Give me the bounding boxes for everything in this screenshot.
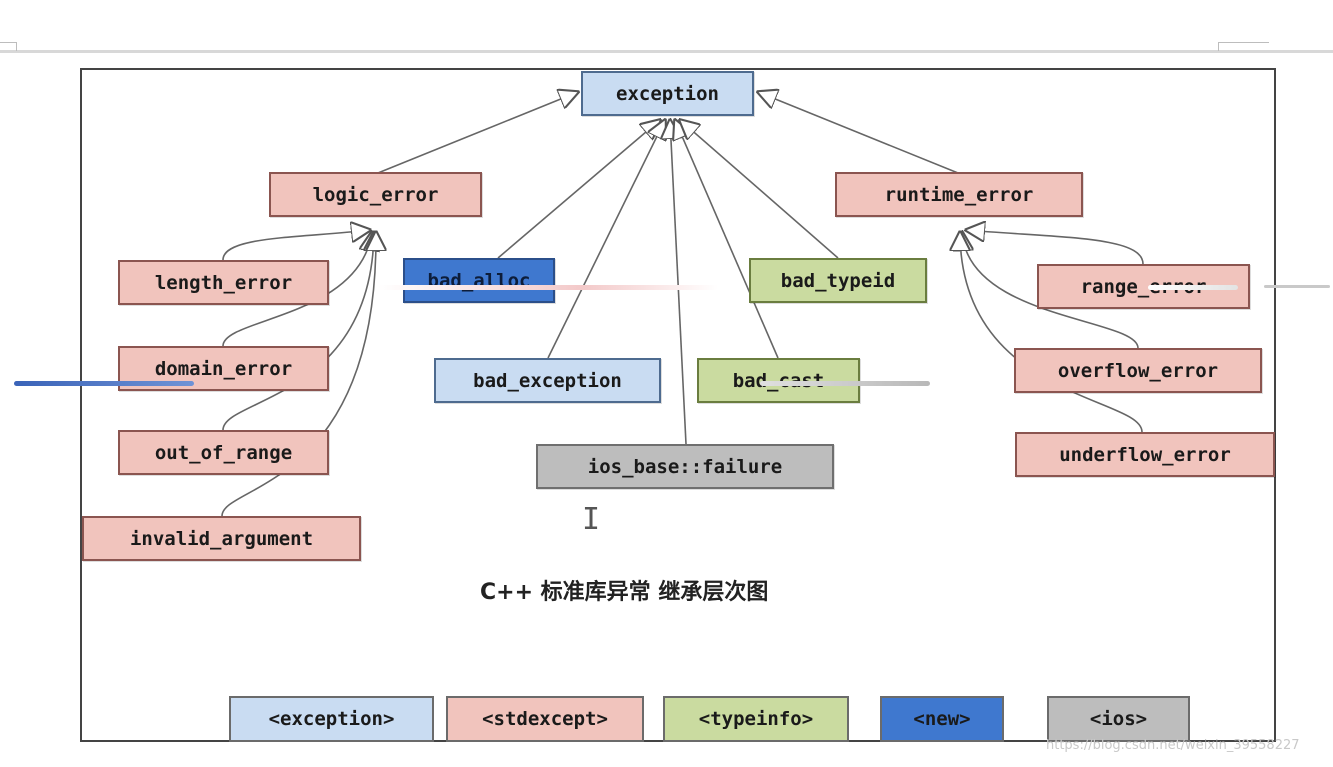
link-bad-alloc xyxy=(497,120,660,259)
artifact-smear xyxy=(378,285,718,290)
link-ios-failure xyxy=(670,120,687,445)
node-invalid-argument: invalid_argument xyxy=(82,516,361,561)
text-cursor-icon: I xyxy=(582,502,601,537)
diagram-caption: C++ 标准库异常 继承层次图 xyxy=(480,580,769,605)
artifact-smear xyxy=(14,381,194,386)
node-logic-error: logic_error xyxy=(269,172,482,217)
node-bad-cast: bad_cast xyxy=(697,358,860,403)
link-length-error xyxy=(222,230,370,261)
link-bad-exception xyxy=(547,120,665,359)
node-bad-exception: bad_exception xyxy=(434,358,661,403)
corner-mark-right xyxy=(1218,42,1269,51)
node-out-of-range: out_of_range xyxy=(118,430,329,475)
link-overflow-error xyxy=(962,232,1139,349)
node-overflow-error: overflow_error xyxy=(1014,348,1262,393)
corner-mark-left xyxy=(0,42,17,51)
link-runtime-error xyxy=(758,92,959,174)
node-ios-base-failure: ios_base::failure xyxy=(536,444,834,489)
page-edge xyxy=(0,50,1333,53)
legend-stdexcept: <stdexcept> xyxy=(446,696,644,742)
link-bad-cast xyxy=(675,120,779,359)
legend-new: <new> xyxy=(880,696,1004,742)
node-bad-alloc: bad_alloc xyxy=(403,258,555,303)
node-length-error: length_error xyxy=(118,260,329,305)
link-underflow-error xyxy=(960,232,1143,433)
node-runtime-error: runtime_error xyxy=(835,172,1083,217)
artifact-smear xyxy=(1264,285,1330,288)
node-bad-typeid: bad_typeid xyxy=(749,258,927,303)
legend-exception: <exception> xyxy=(229,696,434,742)
legend-ios: <ios> xyxy=(1047,696,1190,742)
node-exception: exception xyxy=(581,71,754,116)
link-bad-typeid xyxy=(680,120,839,259)
legend-typeinfo: <typeinfo> xyxy=(663,696,849,742)
node-underflow-error: underflow_error xyxy=(1015,432,1275,477)
watermark: https://blog.csdn.net/weixin_39558227 xyxy=(1046,738,1300,753)
artifact-smear xyxy=(760,381,930,386)
artifact-smear xyxy=(1148,285,1238,290)
link-range-error xyxy=(966,230,1144,265)
link-domain-error xyxy=(222,232,372,347)
link-logic-error xyxy=(377,92,578,174)
